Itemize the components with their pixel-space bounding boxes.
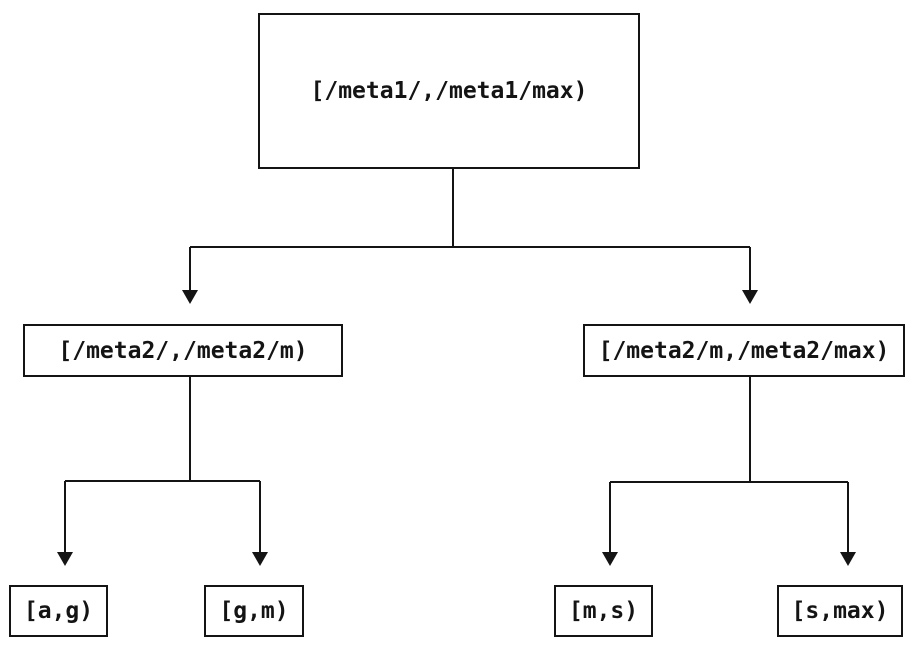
node-root: [/meta1/,/meta1/max) <box>258 13 640 169</box>
node-right-child-label: [/meta2/m,/meta2/max) <box>598 337 890 364</box>
node-left-child-label: [/meta2/,/meta2/m) <box>58 337 308 364</box>
arrowhead-leaf-ag <box>57 552 73 566</box>
node-leaf-ag: [a,g) <box>9 585 108 637</box>
arrowhead-left-child <box>182 290 198 304</box>
node-leaf-smax-label: [s,max) <box>791 598 889 624</box>
arrowhead-leaf-gm <box>252 552 268 566</box>
node-right-child: [/meta2/m,/meta2/max) <box>583 324 905 377</box>
node-root-label: [/meta1/,/meta1/max) <box>310 78 588 104</box>
node-leaf-gm-label: [g,m) <box>219 598 289 624</box>
node-leaf-ms-label: [m,s) <box>568 598 639 624</box>
node-left-child: [/meta2/,/meta2/m) <box>23 324 343 377</box>
arrowhead-leaf-ms <box>602 552 618 566</box>
arrowhead-leaf-smax <box>840 552 856 566</box>
node-leaf-smax: [s,max) <box>777 585 903 637</box>
node-leaf-ms: [m,s) <box>554 585 653 637</box>
node-leaf-ag-label: [a,g) <box>23 598 94 624</box>
node-leaf-gm: [g,m) <box>204 585 304 637</box>
arrowhead-right-child <box>742 290 758 304</box>
